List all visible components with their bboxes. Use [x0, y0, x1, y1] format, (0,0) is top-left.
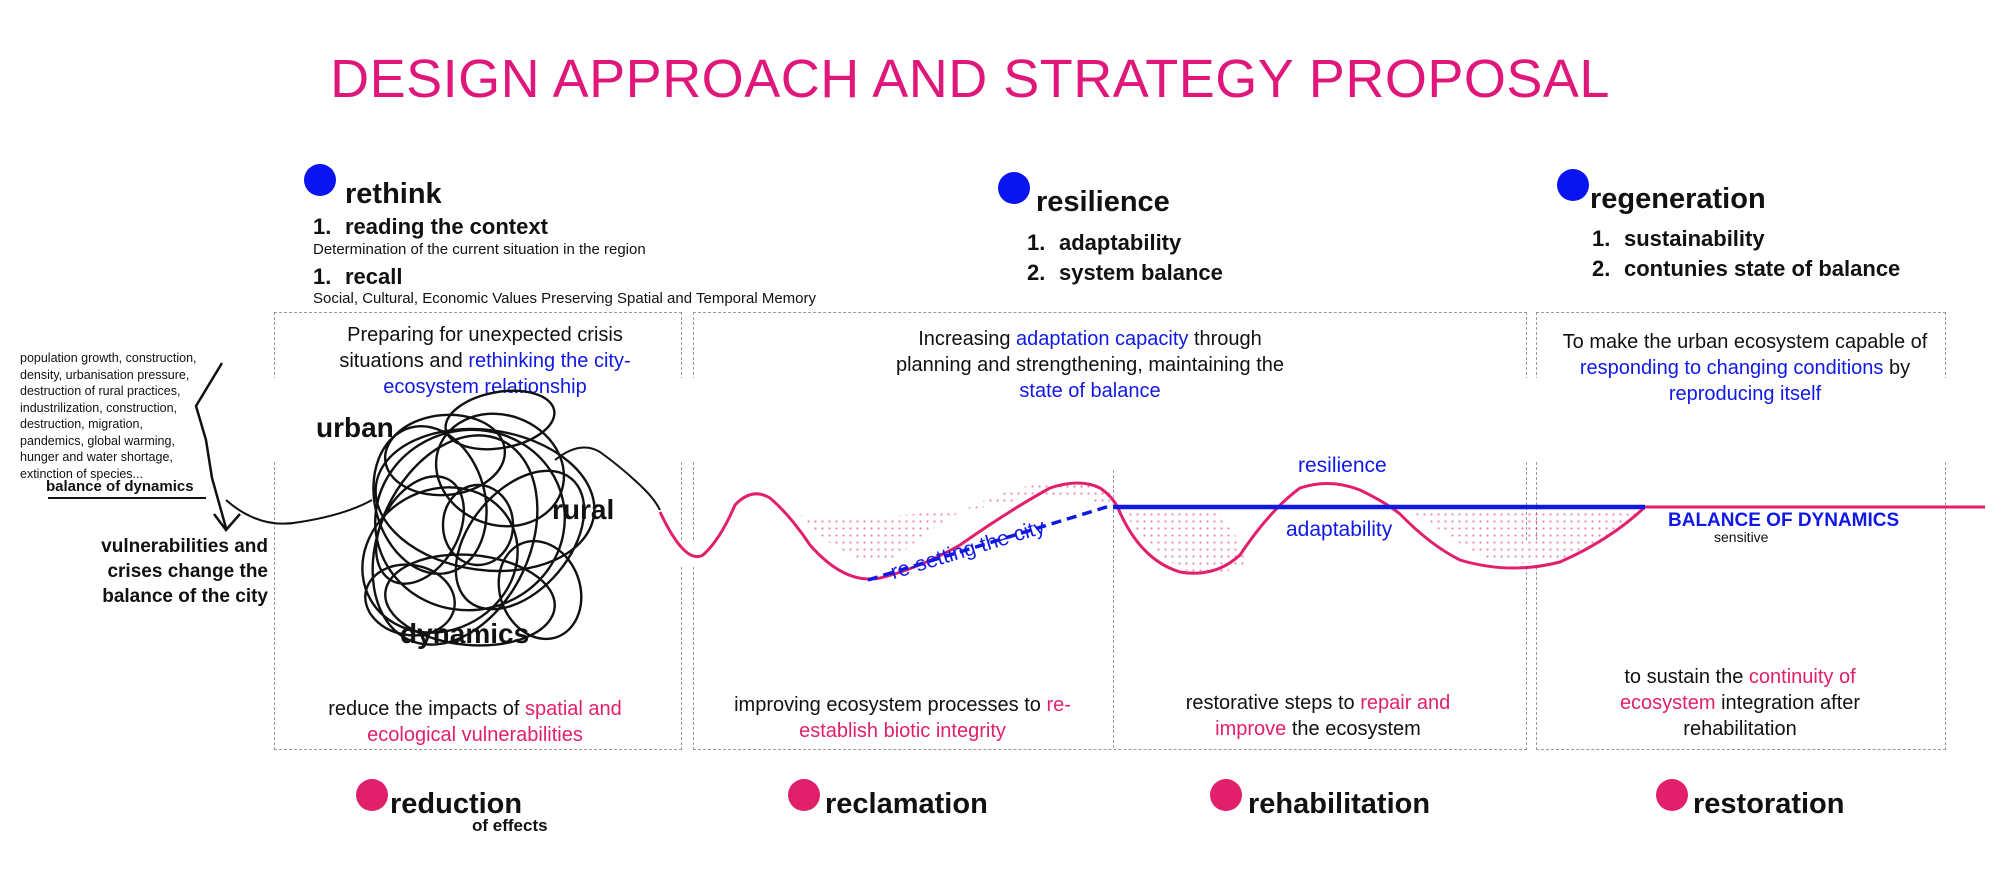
scribble-label-urban: urban [316, 412, 394, 443]
adaptability-curve-label: adaptability [1286, 518, 1393, 541]
box-reduction [274, 312, 682, 750]
black-curve [225, 499, 373, 525]
pink-curve [658, 481, 1647, 581]
resilience-curve-label: resilience [1298, 454, 1387, 477]
scribble-label-rural: rural [552, 494, 615, 525]
top-desc-regeneration: To make the urban ecosystem capable of r… [1562, 331, 1928, 405]
top-desc-resilience: Increasing adaptation capacity through p… [895, 328, 1285, 402]
resetting-line [867, 503, 1114, 582]
zigzag-arrow [194, 362, 228, 529]
regeneration-item-2: 2.contunies state of balance [1592, 256, 1901, 281]
top-desc-reduction: Preparing for unexpected crisis situatio… [339, 324, 631, 398]
scribble [361, 389, 596, 647]
pressure-factors-list: population growth, construction, density… [20, 351, 197, 481]
reduction-dot-icon [356, 779, 388, 811]
balance-of-dynamics-curve-label: BALANCE OF DYNAMICS sensitive [1668, 510, 1900, 545]
rehabilitation-title: rehabilitation [1248, 788, 1431, 820]
resilience-item-2: 2.system balance [1027, 260, 1223, 285]
reduction-title: reduction [390, 788, 523, 820]
black-curve-right [554, 446, 661, 511]
scribble-label-dynamics: dynamics [400, 618, 530, 649]
vulnerabilities-text: vulnerabilities and crises change the ba… [101, 536, 268, 607]
reclamation-fill [800, 480, 1110, 562]
bottom-desc-reclamation: improving ecosystem processes to re-esta… [734, 694, 1071, 742]
reduction-subtitle: of effects [472, 816, 548, 835]
restoration-dot-icon [1656, 779, 1688, 811]
restoration-title: restoration [1693, 788, 1845, 820]
rehabilitation-dot-icon [1210, 779, 1242, 811]
regeneration-item-1: 1.sustainability [1592, 226, 1765, 251]
rethink-title: rethink [345, 178, 442, 210]
bottom-desc-reduction: reduce the impacts of spatial and ecolog… [328, 698, 622, 746]
balance-of-dynamics-label: balance of dynamics [46, 478, 194, 495]
rethink-item-2: 1.recall [313, 264, 403, 289]
rethink-item-1: 1.reading the context [313, 214, 548, 239]
reclamation-title: reclamation [825, 788, 988, 820]
regeneration-fill [1405, 507, 1645, 564]
rethink-item-1-detail: Determination of the current situation i… [313, 241, 646, 258]
page-title: DESIGN APPROACH AND STRATEGY PROPOSAL [330, 49, 1610, 109]
reclamation-dot-icon [788, 779, 820, 811]
zigzag-arrowhead [213, 513, 241, 532]
resilience-title: resilience [1036, 186, 1170, 218]
bottom-desc-rehabilitation: restorative steps to repair and improve … [1185, 692, 1451, 740]
resilience-dot-icon [998, 172, 1030, 204]
rethink-item-2-detail: Social, Cultural, Economic Values Preser… [313, 290, 817, 307]
regeneration-dot-icon [1557, 169, 1589, 201]
regeneration-title: regeneration [1590, 183, 1766, 215]
rehabilitation-fill [1120, 507, 1250, 575]
resilience-item-1: 1.adaptability [1027, 230, 1182, 255]
rethink-dot-icon [304, 164, 336, 196]
bottom-desc-restoration: to sustain the continuity of ecosystem i… [1619, 666, 1861, 740]
